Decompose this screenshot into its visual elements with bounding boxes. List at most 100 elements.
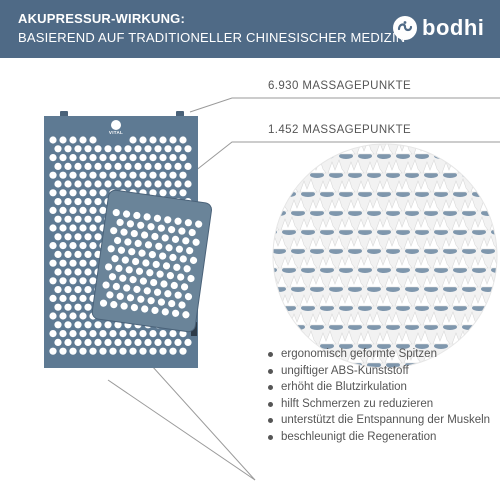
closeup-spike <box>318 178 337 193</box>
spike-dot <box>109 330 117 338</box>
spike-dot <box>179 136 187 144</box>
closeup-spike <box>308 235 327 250</box>
spike-dot <box>109 171 117 179</box>
spike-dot <box>54 145 62 153</box>
closeup-spike <box>327 197 346 212</box>
spike-dot <box>74 180 82 188</box>
mat-surface-gap <box>396 191 410 197</box>
spike-dot <box>169 347 177 355</box>
spike-dot <box>154 338 162 346</box>
closeup-spike <box>299 254 318 269</box>
mat-surface-gap <box>491 153 497 159</box>
spike-dot <box>137 221 145 229</box>
spike-dot <box>110 227 118 235</box>
spike-dot <box>79 154 87 162</box>
spike-dot <box>182 237 190 245</box>
spike-dot <box>119 274 127 282</box>
spike-dot <box>109 154 117 162</box>
closeup-spike <box>479 273 497 288</box>
mat-surface-gap <box>424 210 438 216</box>
closeup-spike <box>318 330 337 345</box>
closeup-spike <box>441 273 460 288</box>
spike-dot <box>114 145 122 153</box>
closeup-spike <box>327 273 346 288</box>
closeup-spike <box>273 292 280 307</box>
spike-dot <box>74 286 82 294</box>
spike-dot <box>84 145 92 153</box>
spike-dot <box>189 256 198 264</box>
spike-dot <box>143 213 151 221</box>
spike-dot <box>170 281 178 290</box>
closeup-spike <box>280 330 299 345</box>
closeup-spike <box>365 349 384 364</box>
spike-dot <box>184 180 192 188</box>
closeup-spike <box>365 273 384 288</box>
mat-surface-gap <box>273 172 286 178</box>
spike-dot <box>54 233 62 241</box>
spike-dot <box>69 294 77 302</box>
spike-dot <box>59 277 67 285</box>
mat-strap-right <box>176 111 184 117</box>
feature-item: hilft Schmerzen zu reduzieren <box>266 397 494 412</box>
feature-item: erhöht die Blutzirkulation <box>266 380 494 395</box>
mat-surface-gap <box>358 191 372 197</box>
spike-dot <box>174 217 182 225</box>
spike-dot <box>153 214 162 222</box>
spike-dot <box>152 260 160 269</box>
closeup-spike <box>413 254 432 269</box>
closeup-spike <box>413 178 432 193</box>
mat-surface-gap <box>273 305 277 311</box>
spike-dot <box>169 136 177 144</box>
spike-dot <box>84 180 92 188</box>
closeup-spike <box>460 159 479 174</box>
closeup-spike <box>273 330 280 345</box>
closeup-spike <box>460 197 479 212</box>
spike-dot <box>89 330 97 338</box>
spike-dot <box>115 264 123 272</box>
spike-dot <box>84 198 92 206</box>
spike-dot <box>130 229 138 238</box>
spike-dot <box>59 171 67 179</box>
closeup-spike <box>280 292 299 307</box>
spike-dot <box>89 154 97 162</box>
spike-dot <box>116 218 124 226</box>
closeup-spike <box>356 330 375 345</box>
closeup-spike <box>346 197 365 212</box>
spike-dot <box>89 242 97 250</box>
spike-dot <box>64 303 72 311</box>
spike-dot <box>144 162 152 170</box>
spike-dot <box>124 145 132 153</box>
mat-surface-gap <box>367 248 381 254</box>
closeup-spike <box>460 235 479 250</box>
feature-text: hilft Schmerzen zu reduzieren <box>281 397 434 410</box>
spike-dot <box>178 301 186 309</box>
spike-dot <box>171 235 180 243</box>
spike-dot <box>134 145 142 153</box>
mat-surface-gap <box>273 324 286 330</box>
mat-surface-gap <box>339 191 353 197</box>
spike-dot <box>94 145 102 153</box>
spike-dot <box>177 273 185 281</box>
spike-dot <box>89 136 97 144</box>
spike-dot <box>59 189 67 197</box>
mat-surface-gap <box>358 305 372 311</box>
mat-surface-gap <box>462 286 476 292</box>
mat-surface-gap <box>424 248 438 254</box>
spike-dot <box>59 259 67 267</box>
spike-dot <box>74 250 82 258</box>
spike-dot <box>184 145 192 153</box>
spike-dot <box>164 180 172 188</box>
feature-item: ungiftiger ABS-Kunststoff <box>266 364 494 379</box>
closeup-spike <box>318 216 337 231</box>
mat-surface-gap <box>453 305 467 311</box>
mat-surface-gap <box>453 153 467 159</box>
mat-strap-left <box>60 111 68 117</box>
spike-dot <box>174 145 182 153</box>
mat-surface-gap <box>462 248 476 254</box>
spike-dot <box>149 330 157 338</box>
closeup-spike <box>289 197 308 212</box>
closeup-spike <box>441 197 460 212</box>
spike-dot <box>94 180 102 188</box>
closeup-spike <box>346 349 365 364</box>
mat-surface-gap <box>462 210 476 216</box>
